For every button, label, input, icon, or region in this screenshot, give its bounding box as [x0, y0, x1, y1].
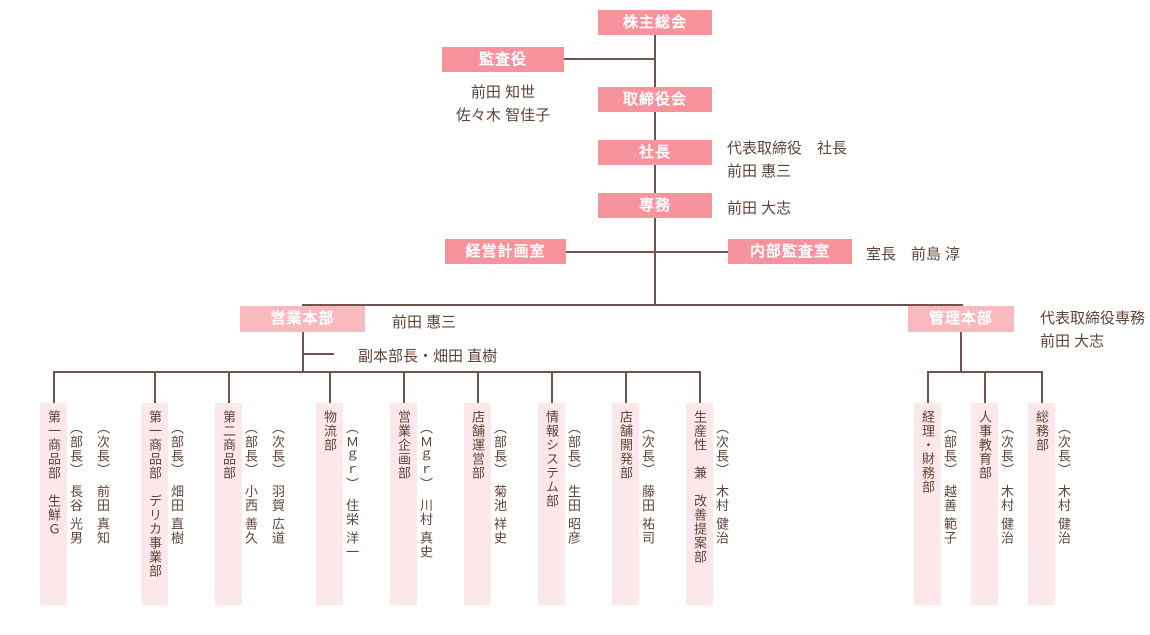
department-group: 総務部（次長） 木村 健治	[1028, 403, 1071, 605]
sales-hq-box: 営業本部	[240, 306, 365, 332]
department-group: 営業企画部（Ｍｇｒ） 川村 真史	[390, 403, 433, 605]
staff-name: （次長） 木村 健治	[714, 421, 729, 546]
department-box: 総務部	[1028, 403, 1055, 605]
connector-line	[624, 371, 627, 403]
staff-name: （部長） 越善 範子	[942, 421, 957, 546]
department-group: 経理・財務部（部長） 越善 範子	[914, 403, 957, 605]
president-box: 社長	[598, 140, 712, 165]
planning-office-box: 経営計画室	[445, 239, 566, 264]
admin-hq-head-title: 代表取締役専務	[1040, 310, 1146, 327]
department-box: 店舗運営部	[464, 403, 491, 605]
connector-line	[698, 371, 701, 403]
connector-line	[328, 371, 331, 403]
department-box: 第二商品部	[215, 403, 242, 605]
connector-line	[52, 371, 55, 403]
connector-line	[1040, 371, 1043, 403]
department-group: 人事教育部（次長） 木村 健治	[971, 403, 1014, 605]
connector-line	[983, 371, 986, 403]
staff-name: （Ｍｇｒ） 住栄 洋一	[344, 421, 359, 560]
department-box: 店舗開発部	[612, 403, 639, 605]
department-box: 営業企画部	[390, 403, 417, 605]
department-group: 第一商品部 デリカ事業部（部長） 畑田 直樹	[141, 403, 184, 605]
connector-line	[476, 371, 479, 403]
staff-name: （次長） 前田 真知	[95, 421, 110, 546]
auditor-box: 監査役	[442, 47, 564, 72]
department-box: 生産性 兼 改善提案部	[686, 403, 713, 605]
department-group: 店舗開発部（次長） 藤田 祐司	[612, 403, 655, 605]
department-box: 人事教育部	[971, 403, 998, 605]
staff-name: （部長） 菊池 祥史	[492, 421, 507, 546]
connector-admin-drop	[960, 304, 962, 373]
board-of-directors-box: 取締役会	[598, 87, 712, 112]
department-box: 経理・財務部	[914, 403, 941, 605]
internal-audit-office-note: 室長 前島 淳	[866, 246, 961, 263]
connector-distribution	[302, 304, 963, 306]
staff-name: （部長） 小西 善久	[243, 421, 258, 546]
sales-departments: 第一商品部 生鮮Ｇ（部長） 長谷 光男 （次長） 前田 真知 第一商品部 デリカ事業…	[40, 403, 729, 605]
staff-name: （次長） 木村 健治	[999, 421, 1014, 546]
staff-name: （Ｍｇｒ） 川村 真史	[418, 421, 433, 560]
department-group: 情報システム部（部長） 生田 昭彦	[538, 403, 581, 605]
shareholders-meeting-box: 株主総会	[598, 10, 712, 35]
department-box: 情報システム部	[538, 403, 565, 605]
connector-auditor	[564, 58, 654, 60]
connector-offices	[566, 251, 728, 253]
connector-trunk	[654, 35, 656, 305]
department-group: 第二商品部（部長） 小西 善久 （次長） 羽賀 広道	[215, 403, 285, 605]
department-box: 物流部	[316, 403, 343, 605]
department-group: 第一商品部 生鮮Ｇ（部長） 長谷 光男 （次長） 前田 真知	[40, 403, 110, 605]
connector-sales-drop	[302, 304, 304, 373]
department-group: 生産性 兼 改善提案部（次長） 木村 健治	[686, 403, 729, 605]
department-group: 物流部（Ｍｇｒ） 住栄 洋一	[316, 403, 359, 605]
staff-name: （次長） 木村 健治	[1056, 421, 1071, 546]
auditor-members: 前田 知世 佐々木 智佳子	[422, 81, 584, 127]
staff-name: （次長） 羽賀 広道	[270, 421, 285, 546]
connector-line	[402, 371, 405, 403]
staff-name: （次長） 藤田 祐司	[640, 421, 655, 546]
admin-hq-box: 管理本部	[908, 306, 1014, 332]
staff-name: （部長） 生田 昭彦	[566, 421, 581, 546]
connector-line	[153, 371, 156, 403]
connector-line	[227, 371, 230, 403]
connector-line	[550, 371, 553, 403]
connector-deputy-branch	[302, 353, 334, 355]
staff-name: （部長） 長谷 光男	[68, 421, 83, 546]
internal-audit-office-box: 内部監査室	[728, 239, 852, 264]
department-box: 第一商品部 デリカ事業部	[141, 403, 168, 605]
admin-hq-head-name: 前田 大志	[1040, 333, 1105, 350]
admin-hq-note: 代表取締役専務 前田 大志	[1040, 307, 1145, 353]
senior-md-box: 専務	[598, 193, 712, 218]
connector-line	[926, 371, 929, 403]
president-note: 代表取締役 社長 前田 惠三	[727, 137, 847, 183]
department-box: 第一商品部 生鮮Ｇ	[40, 403, 67, 605]
auditor-member-name: 前田 知世	[470, 84, 536, 101]
auditor-member-name: 佐々木 智佳子	[455, 107, 551, 124]
sales-hq-head-name: 前田 惠三	[392, 314, 457, 331]
president-name: 前田 惠三	[727, 163, 792, 180]
staff-name: （部長） 畑田 直樹	[169, 421, 184, 546]
connector-line	[53, 371, 700, 373]
admin-departments: 経理・財務部（部長） 越善 範子人事教育部（次長） 木村 健治総務部（次長） 木…	[914, 403, 1071, 605]
sales-hq-deputy-name: 副本部長・畑田 直樹	[358, 348, 498, 365]
president-title: 代表取締役 社長	[727, 140, 848, 157]
senior-md-name: 前田 大志	[727, 200, 792, 217]
department-group: 店舗運営部（部長） 菊池 祥史	[464, 403, 507, 605]
